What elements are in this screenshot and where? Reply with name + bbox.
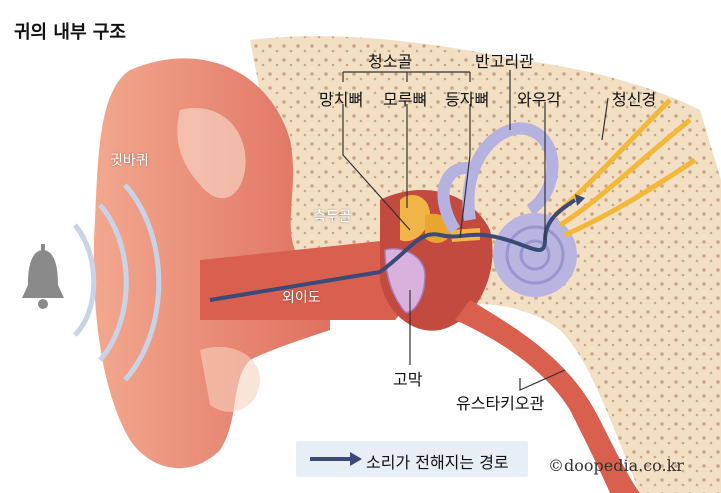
label-temporal-bone: 측두골 (313, 209, 352, 225)
legend-arrow-icon (310, 452, 362, 466)
sound-path-arrow (209, 194, 585, 302)
eustachian-tube-shape (455, 300, 640, 493)
label-eustachian-tube: 유스타키오관 (456, 394, 545, 413)
label-malleus: 망치뼈 (319, 90, 364, 109)
sound-waves (73, 183, 162, 382)
label-cochlea: 와우각 (517, 90, 562, 109)
label-eardrum: 고막 (393, 370, 423, 389)
cochlea-shape (493, 213, 577, 297)
label-ossicles: 청소골 (368, 52, 413, 71)
label-auricle: 귓바퀴 (110, 153, 149, 169)
leader-lines (342, 70, 609, 391)
copyright-text: ©doopedia.co.kr (548, 456, 684, 475)
semicircular-canals-shape (437, 122, 559, 234)
label-incus: 모루뼈 (383, 90, 428, 109)
eardrum-shape (384, 248, 426, 314)
legend-text: 소리가 전해지는 경로 (366, 453, 509, 472)
diagram-title: 귀의 내부 구조 (14, 22, 126, 43)
legend-box: 소리가 전해지는 경로 (296, 441, 528, 477)
ear-canal-shape (200, 240, 408, 320)
bell-icon (22, 244, 64, 309)
label-ear-canal: 외이도 (282, 290, 321, 306)
label-auditory-nerve: 청신경 (612, 90, 657, 109)
label-stapes: 등자뼈 (445, 90, 490, 109)
label-semicircular-canals: 반고리관 (475, 52, 534, 71)
